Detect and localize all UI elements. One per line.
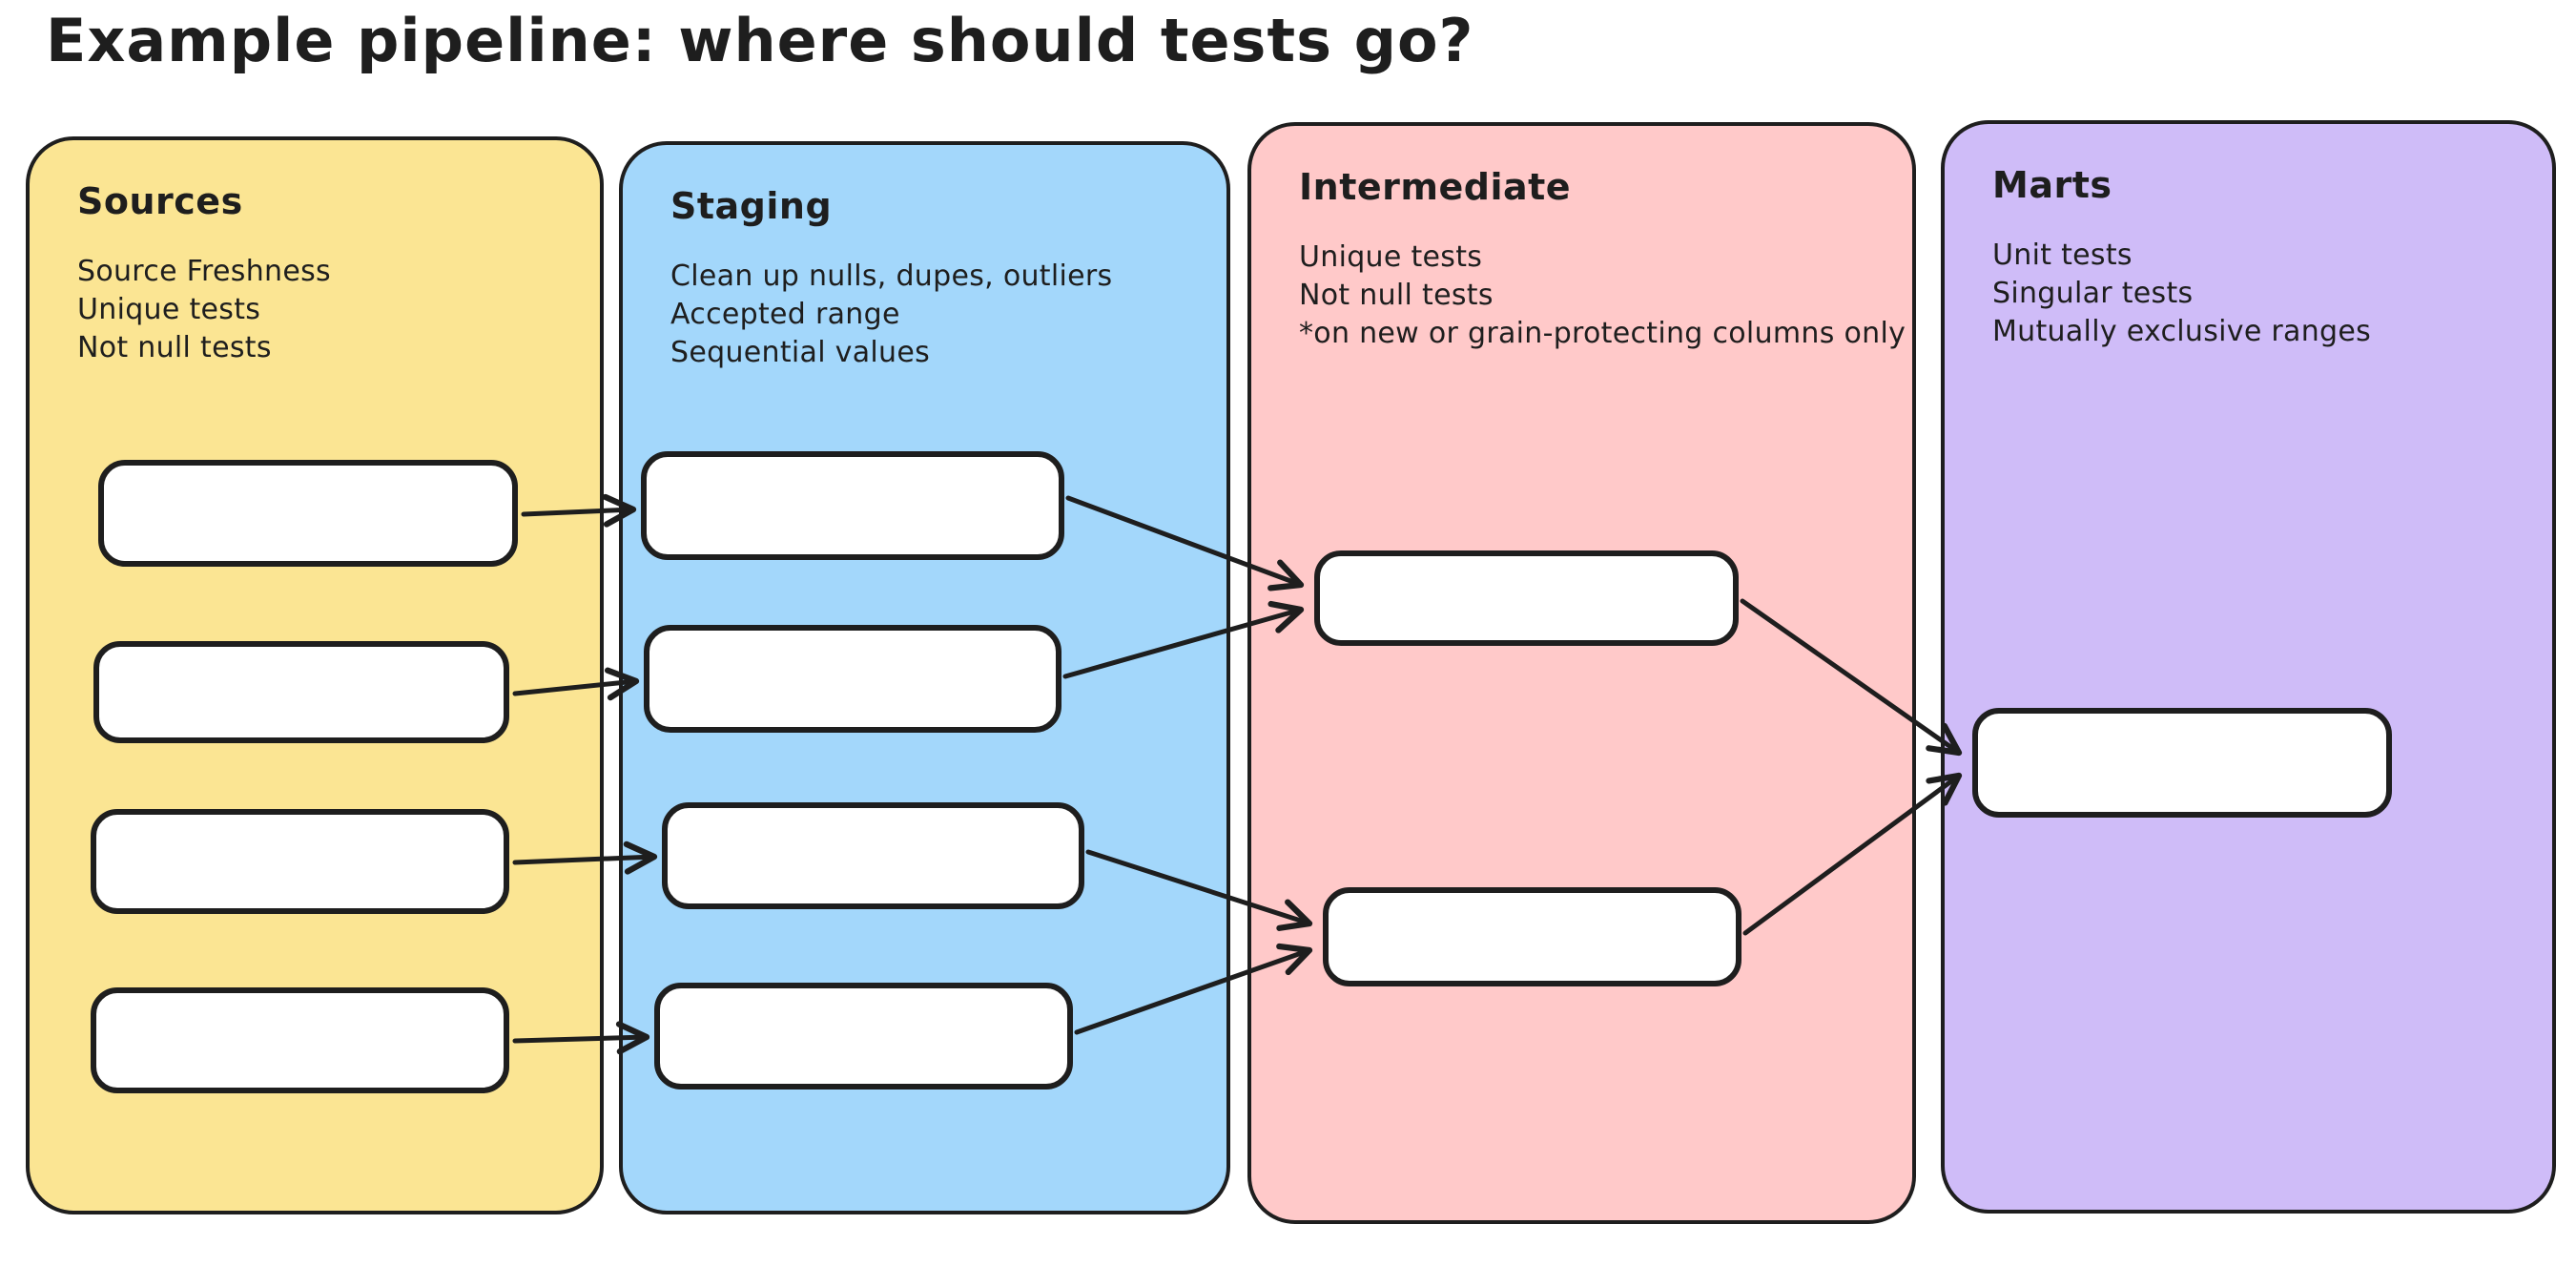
note-line: Mutually exclusive ranges [1992,315,2372,348]
note-line: Clean up nulls, dupes, outliers [670,259,1113,293]
note-line: Accepted range [670,298,900,331]
note-line: Unit tests [1992,239,2133,272]
column-notes-staging: Clean up nulls, dupes, outliers Accepted… [670,258,1112,372]
column-notes-sources: Source Freshness Unique tests Not null t… [77,253,331,367]
model-node-staging-2 [644,625,1061,733]
model-node-staging-1 [641,451,1064,560]
model-node-mart-1 [1972,708,2392,818]
column-notes-intermediate: Unique tests Not null tests *on new or g… [1299,239,1906,353]
note-line: Sequential values [670,336,931,369]
model-node-source-4 [91,987,509,1093]
note-line: Not null tests [77,331,272,364]
note-line: Unique tests [77,293,261,326]
column-title-intermediate: Intermediate [1299,166,1572,208]
note-line: Unique tests [1299,240,1483,274]
model-node-intermediate-2 [1323,887,1741,986]
column-title-staging: Staging [670,185,833,227]
model-node-source-1 [98,460,518,567]
column-title-marts: Marts [1992,164,2112,206]
column-notes-marts: Unit tests Singular tests Mutually exclu… [1992,237,2371,351]
model-node-staging-3 [662,802,1084,909]
model-node-source-2 [93,641,509,743]
model-node-source-3 [91,809,509,914]
column-panel-marts: Marts Unit tests Singular tests Mutually… [1941,120,2556,1214]
note-line: *on new or grain-protecting columns only [1299,317,1906,350]
model-node-intermediate-1 [1314,550,1739,646]
column-title-sources: Sources [77,180,243,222]
diagram-title: Example pipeline: where should tests go? [46,6,1474,75]
note-line: Source Freshness [77,255,331,288]
model-node-staging-4 [654,983,1073,1090]
note-line: Singular tests [1992,277,2194,310]
column-panel-intermediate: Intermediate Unique tests Not null tests… [1247,122,1916,1224]
note-line: Not null tests [1299,279,1494,312]
